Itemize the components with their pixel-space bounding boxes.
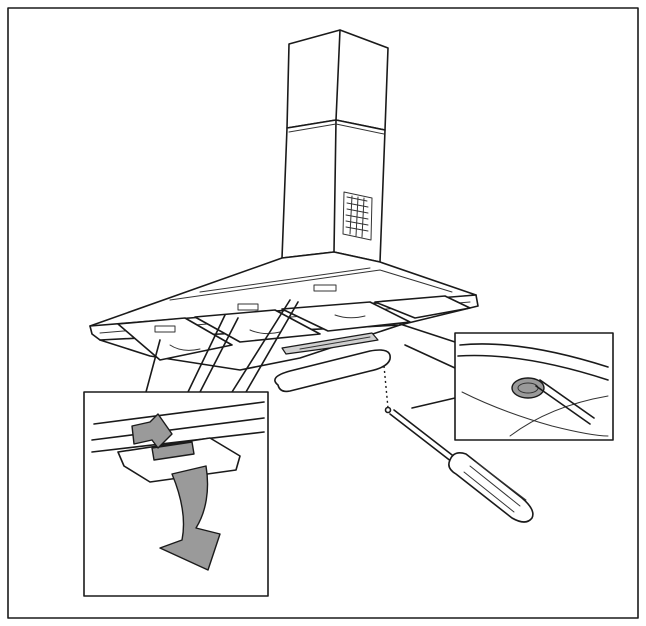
screw-detail-inset <box>399 323 614 441</box>
filter-edge <box>117 437 241 483</box>
push-arrow-icon <box>131 413 173 449</box>
screw-guide-line <box>383 365 389 409</box>
filter-latch-inset <box>83 391 269 597</box>
screwdriver-icon <box>389 409 534 523</box>
chimney <box>281 29 389 263</box>
hood-canopy <box>89 251 479 393</box>
downward-arrow-icon <box>159 465 221 571</box>
lamp-recess <box>274 349 391 393</box>
figure-border <box>7 7 639 619</box>
screw-icon <box>511 377 545 399</box>
latch-handle <box>151 441 195 461</box>
vent-grille <box>342 191 373 241</box>
light-strip <box>281 332 379 355</box>
pointer-lines <box>145 299 299 393</box>
